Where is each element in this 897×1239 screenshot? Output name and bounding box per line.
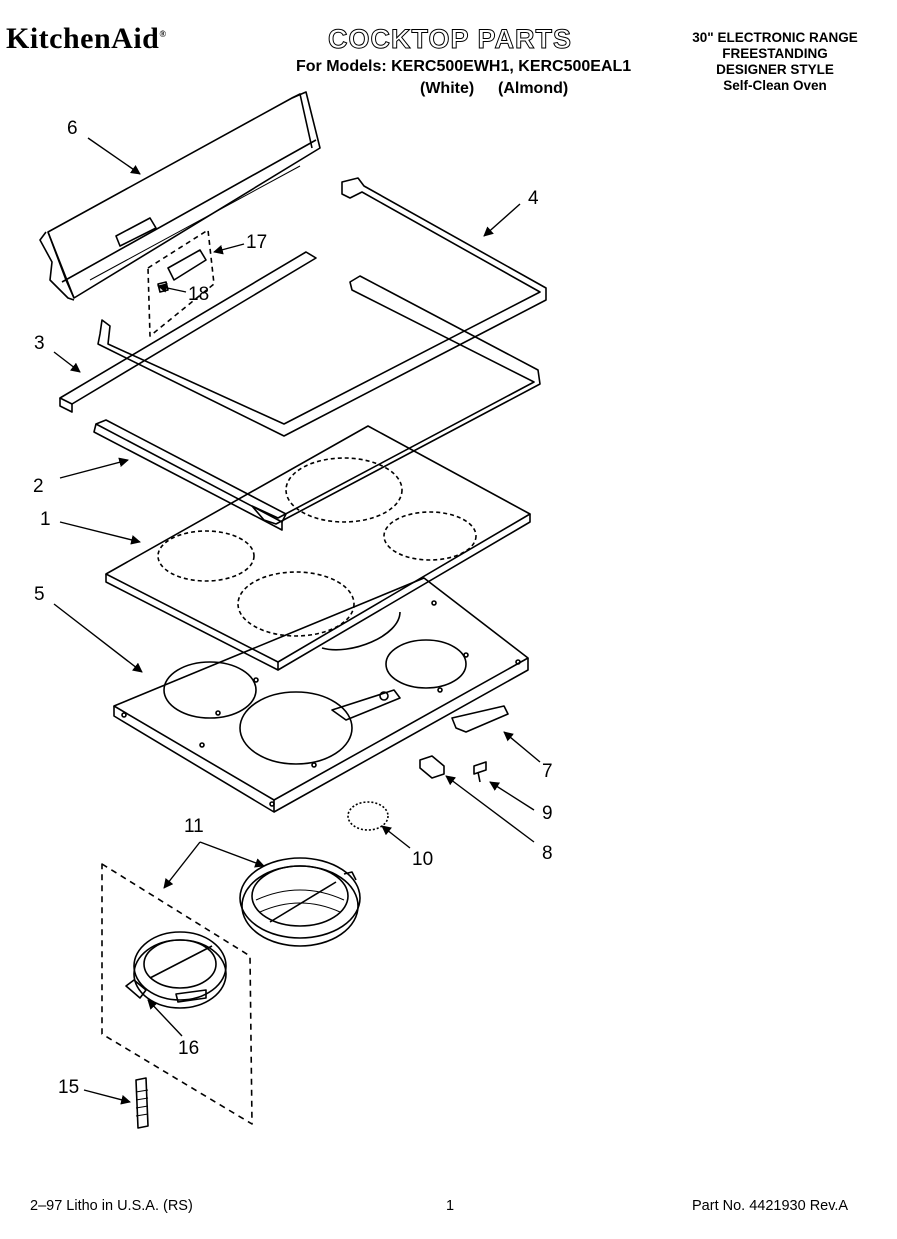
callout-3: 3 [34,333,45,354]
bracket-part [451,705,509,733]
part-number: Part No. 4421930 Rev.A [692,1198,849,1214]
callout-4: 4 [528,188,539,209]
glass-cooktop-part [105,425,531,671]
callout-10: 10 [412,849,434,870]
surface-element-large-part [239,857,361,947]
color-white-label: (White) [420,80,475,97]
callout-1: 1 [40,509,51,530]
surface-element-small-part [101,863,253,1125]
callout-8: 8 [542,843,553,864]
callout-11: 11 [184,816,204,837]
litho-note: 2–97 Litho in U.S.A. (RS) [30,1198,193,1214]
models-line: For Models: KERC500EWH1, KERC500EAL1 [296,58,632,75]
lens-assembly-part [147,229,215,337]
gasket-part [93,419,287,531]
callout-2: 2 [33,476,44,497]
backguard-trim-part [39,91,321,301]
callout-7: 7 [542,761,553,782]
description-line: 30" ELECTRONIC RANGE [692,30,858,45]
callout-leaders [53,137,541,1105]
callout-15: 15 [58,1077,80,1098]
description-line: DESIGNER STYLE [716,62,834,77]
callout-5: 5 [34,584,45,605]
color-almond-label: (Almond) [498,80,569,97]
callout-17: 17 [246,232,268,253]
brand-logo: KitchenAid® [6,22,167,55]
screw-part [473,761,487,783]
clip-part [419,755,445,779]
description-line: Self-Clean Oven [723,78,827,93]
callout-16: 16 [178,1038,200,1059]
hardware-part [347,801,389,831]
page-number: 1 [446,1198,455,1214]
callout-6: 6 [67,118,78,139]
callout-18: 18 [188,284,210,305]
page-title: COCKTOP PARTS [327,24,573,55]
callout-9: 9 [542,803,553,824]
range-description: 30" ELECTRONIC RANGE FREESTANDING DESIGN… [660,30,890,94]
description-line: FREESTANDING [722,46,828,61]
terminal-spring-part [135,1077,149,1129]
main-top-part [113,577,529,813]
side-trim-part [97,177,547,525]
strip-part [59,251,317,413]
